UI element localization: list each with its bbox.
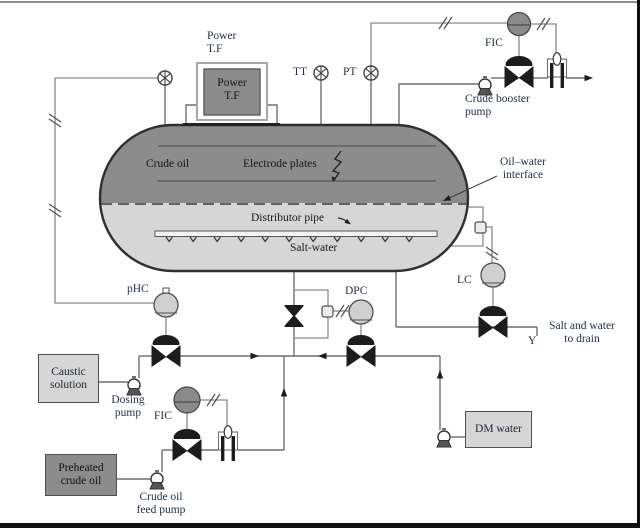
crude-oil-zone — [100, 125, 468, 203]
ph-analyzer-icon — [157, 70, 173, 86]
phc-controller-icon — [153, 287, 179, 318]
oil-water-interface-arrow — [441, 175, 498, 204]
tt-transmitter-icon — [313, 65, 329, 81]
dp-sensor-icon — [321, 305, 334, 318]
level-sensor-icon — [474, 221, 487, 234]
distributor-pipe-arrow — [337, 217, 353, 227]
dosing-pump-icon — [126, 376, 142, 396]
preheated-crude-oil-box: Preheated crude oil — [45, 454, 117, 496]
fic-bottom-controller-icon — [173, 386, 201, 414]
vessel-shell — [98, 123, 470, 273]
crude-oil-feed-pump-icon — [149, 470, 165, 490]
lc-control-valve-icon — [478, 305, 508, 338]
dpc-controller-icon — [348, 299, 374, 325]
pt-transmitter-icon — [363, 65, 379, 81]
mixing-valve-icon — [283, 305, 305, 327]
figure-top-border — [0, 1, 637, 3]
fic-bottom-control-valve-icon — [172, 428, 202, 461]
distributor-pipe — [154, 230, 438, 243]
dpc-control-valve-icon — [346, 334, 376, 367]
fic-top-controller-icon — [506, 11, 532, 37]
power-transformer-box — [196, 62, 268, 121]
lc-controller-icon — [480, 262, 506, 288]
desalter-vessel — [98, 123, 498, 273]
fic-top-control-valve-icon — [504, 55, 534, 88]
flow-orifice-bottom-icon — [217, 425, 239, 462]
electric-field-squiggle-icon — [331, 150, 343, 182]
dm-water-pump-icon — [436, 428, 452, 448]
figure-right-border — [637, 0, 640, 528]
crude-booster-pump-icon — [477, 76, 493, 96]
figure-bottom-border — [0, 523, 640, 528]
phc-control-valve-icon — [151, 334, 181, 367]
caustic-solution-box: Caustic solution — [38, 354, 99, 403]
dm-water-box: DM water — [465, 411, 532, 448]
flow-orifice-top-icon — [546, 52, 568, 89]
